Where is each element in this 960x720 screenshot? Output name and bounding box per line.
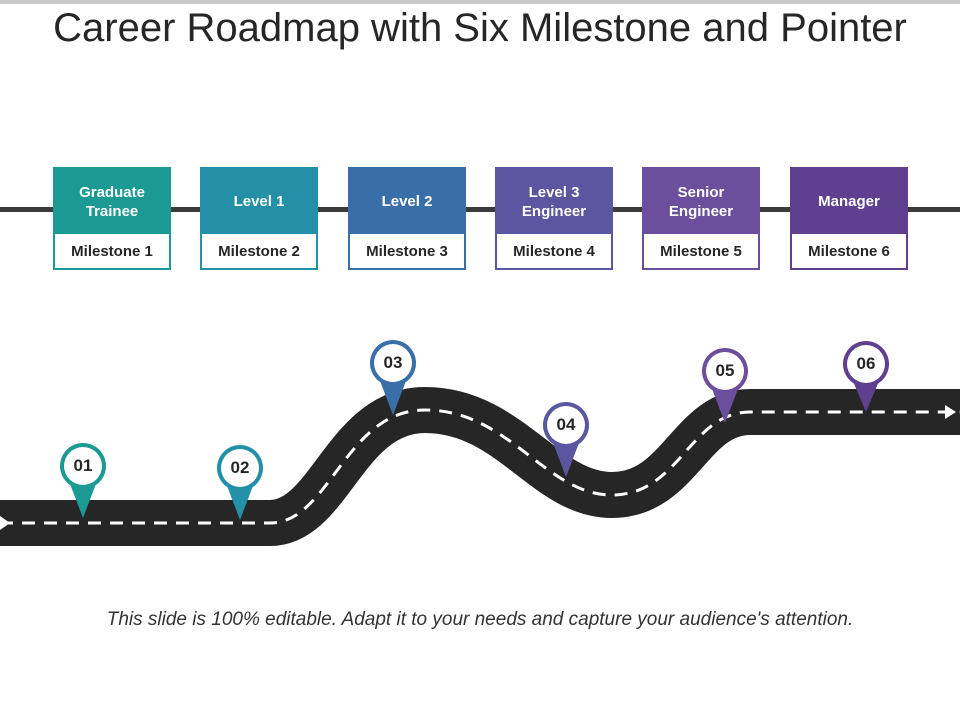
road-start-arrow-icon (0, 516, 10, 530)
milestone-card-4: Level 3 Engineer Milestone 4 (495, 167, 613, 270)
milestone-role: Level 2 (350, 169, 464, 234)
milestone-card-2: Level 1 Milestone 2 (200, 167, 318, 270)
road-end-arrow-icon (945, 405, 956, 419)
slide-caption: This slide is 100% editable. Adapt it to… (106, 609, 854, 630)
pin-number-2: 02 (230, 458, 250, 477)
road-center-dashes (0, 408, 960, 525)
milestone-role: Level 3 Engineer (497, 169, 611, 234)
pin-number-6: 06 (856, 354, 876, 373)
road (0, 386, 960, 546)
milestone-role: Manager (792, 169, 906, 234)
pin-number-4: 04 (556, 415, 576, 434)
milestone-role: Graduate Trainee (55, 169, 169, 234)
milestone-label: Milestone 5 (660, 242, 742, 260)
milestone-card-1: Graduate Trainee Milestone 1 (53, 167, 171, 270)
pin-number-1: 01 (73, 456, 93, 475)
pin-4 (543, 402, 589, 477)
pin-2 (217, 445, 263, 520)
pin-number-3: 03 (383, 353, 403, 372)
milestone-role: Level 1 (202, 169, 316, 234)
milestone-label: Milestone 1 (71, 242, 153, 260)
pin-1 (60, 443, 106, 518)
milestone-card-3: Level 2 Milestone 3 (348, 167, 466, 270)
milestone-label: Milestone 4 (513, 242, 595, 260)
pin-number-5: 05 (715, 361, 735, 380)
top-divider (0, 0, 960, 4)
pin-6 (843, 341, 889, 412)
pin-3 (370, 340, 416, 415)
milestone-role: Senior Engineer (644, 169, 758, 234)
milestone-label: Milestone 2 (218, 242, 300, 260)
road-illustration (0, 340, 960, 546)
milestone-label: Milestone 3 (366, 242, 448, 260)
milestone-card-6: Manager Milestone 6 (790, 167, 908, 270)
pin-5 (702, 348, 748, 423)
milestone-connector-line (0, 207, 960, 212)
slide-title: Career Roadmap with Six Milestone and Po… (53, 6, 907, 50)
milestone-card-5: Senior Engineer Milestone 5 (642, 167, 760, 270)
milestone-label: Milestone 6 (808, 242, 890, 260)
